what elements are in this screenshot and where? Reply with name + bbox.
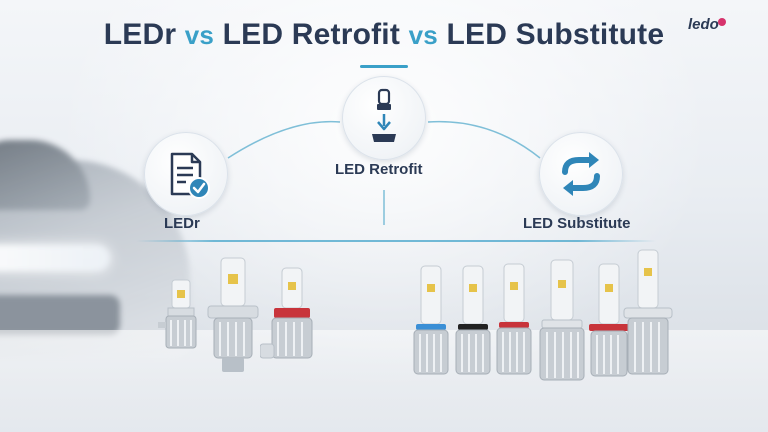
retrofit-icon-circle bbox=[342, 76, 426, 160]
ledr-bulb-1 bbox=[158, 279, 197, 349]
page-title: LEDr vs LED Retrofit vs LED Substitute bbox=[0, 18, 768, 52]
ledr-bulb-3 bbox=[260, 267, 313, 359]
retrofit-label: LED Retrofit bbox=[335, 161, 423, 178]
title-ledr: LEDr bbox=[103, 18, 177, 51]
substitute-bulb-6 bbox=[623, 249, 673, 375]
ledr-bulb-2 bbox=[207, 257, 259, 372]
substitute-bulb-4 bbox=[539, 259, 585, 381]
ledr-icon-circle bbox=[144, 132, 228, 216]
logo-dot bbox=[718, 18, 726, 26]
section-divider bbox=[136, 240, 656, 242]
substitute-bulb-2 bbox=[455, 265, 491, 375]
title-led-retrofit: LED Retrofit bbox=[222, 18, 401, 51]
title-led-substitute: LED Substitute bbox=[446, 18, 665, 51]
substitute-bulb-5 bbox=[589, 263, 629, 377]
title-underline bbox=[360, 65, 408, 68]
ledr-label: LEDr bbox=[164, 215, 200, 232]
substitute-bulb-3 bbox=[496, 263, 532, 375]
car-headlight bbox=[0, 245, 110, 271]
substitute-label: LED Substitute bbox=[523, 215, 631, 232]
ledo-logo: ledo bbox=[688, 16, 728, 38]
logo-text: ledo bbox=[688, 16, 719, 33]
bulb-socket-icon bbox=[372, 88, 396, 142]
substitute-bulb-1 bbox=[413, 265, 449, 375]
document-check-icon bbox=[170, 152, 210, 199]
title-vs-1: vs bbox=[184, 20, 215, 50]
substitute-icon-circle bbox=[539, 132, 623, 216]
swap-arrows-icon bbox=[562, 152, 600, 196]
title-vs-2: vs bbox=[408, 20, 438, 50]
car-grill bbox=[0, 295, 120, 335]
